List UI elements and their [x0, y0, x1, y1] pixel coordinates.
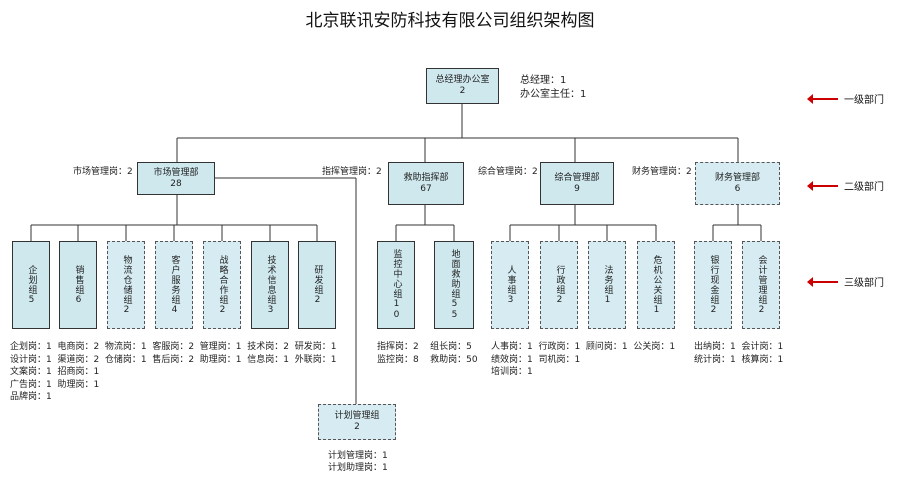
finance-posts-note: 出纳岗：1 会计岗：1 统计岗：1 核算岗：1	[694, 342, 784, 365]
group-name: 人事组	[505, 264, 516, 295]
group-name: 危机公关组	[651, 254, 662, 305]
level-1-label: 一级部门	[844, 95, 884, 106]
group-count: 1	[602, 294, 613, 306]
group-name: 物流仓储组	[121, 254, 132, 305]
group-name: 行政组	[554, 264, 565, 295]
group-count: 6	[73, 294, 84, 306]
level-3-label: 三级部门	[844, 278, 884, 289]
dept-box-rescue: 救助指挥部 67	[388, 162, 464, 205]
plan-group-note: 计划管理岗：1 计划助理岗：1	[328, 451, 388, 473]
dept-label-finance: 财务管理岗：2	[632, 167, 692, 177]
dept-count: 6	[734, 183, 741, 194]
general-posts-note: 人事岗：1 行政岗：1 顾问岗：1 公关岗：1 绩效岗：1 司机岗：1 培训岗：…	[491, 342, 676, 377]
top-office-box: 总经理办公室 2	[426, 68, 499, 104]
group-name: 战略合作组	[217, 254, 228, 305]
dept-name: 市场管理部	[153, 167, 199, 178]
group-name: 地面救助组	[449, 249, 460, 299]
dept-name: 综合管理部	[554, 172, 600, 183]
red-arrow-icon	[807, 93, 838, 104]
dept-name: 救助指挥部	[403, 172, 449, 183]
group-count: 5	[26, 294, 37, 306]
group-name: 销售组	[73, 264, 84, 295]
rescue-posts-note: 指挥岗：2 组长岗：5 监控岗：8 救助岗：50	[377, 342, 478, 365]
group-name: 监控中心组	[391, 249, 402, 299]
group-count: 1	[651, 304, 662, 316]
group-name: 客户服务组	[169, 254, 180, 305]
plan-group-box: 计划管理组 2	[318, 404, 396, 440]
group-count: 4	[169, 304, 180, 316]
group-count: 2	[756, 304, 767, 316]
level-1-marker: 一级部门	[807, 91, 884, 106]
top-office-name: 总经理办公室	[435, 75, 490, 85]
red-arrow-icon	[807, 180, 838, 191]
dept-label-market: 市场管理岗：2	[73, 167, 133, 177]
level-3-marker: 三级部门	[807, 274, 884, 289]
chart-title: 北京联讯安防科技有限公司组织架构图	[305, 11, 595, 31]
group-name: 研发组	[312, 264, 323, 295]
plan-group-count: 2	[354, 422, 360, 432]
dept-box-finance: 财务管理部 6	[695, 162, 780, 205]
plan-group-name: 计划管理组	[334, 411, 380, 421]
dept-box-general: 综合管理部 9	[540, 162, 614, 205]
group-count: 55	[449, 299, 460, 321]
group-name: 企划组	[26, 264, 37, 295]
dept-box-market: 市场管理部 28	[137, 162, 215, 195]
dept-label-general: 综合管理岗：2	[478, 167, 538, 177]
group-name: 银行现金组	[708, 254, 719, 305]
dept-count: 9	[574, 183, 580, 194]
group-count: 2	[217, 304, 228, 316]
group-count: 2	[554, 294, 565, 306]
top-office-count: 2	[459, 86, 466, 96]
group-name: 法务组	[602, 264, 613, 295]
group-count: 3	[265, 304, 276, 316]
market-posts-note: 企划岗：1 电商岗：2 物流岗：1 客服岗：2 管理岗：1 技术岗：2 研发岗：…	[10, 342, 337, 402]
dept-count: 28	[170, 178, 182, 189]
group-count: 2	[312, 294, 323, 306]
group-name: 技术信息组	[265, 254, 276, 305]
dept-label-rescue: 指挥管理岗：2	[322, 167, 382, 177]
group-name: 会计管理组	[756, 254, 767, 305]
dept-name: 财务管理部	[714, 172, 760, 183]
group-count: 2	[708, 304, 719, 316]
level-2-marker: 二级部门	[807, 178, 884, 193]
group-count: 3	[505, 294, 516, 306]
red-arrow-icon	[807, 276, 838, 287]
dept-count: 67	[420, 183, 432, 194]
top-office-note: 总经理：1 办公室主任：1	[520, 75, 587, 100]
group-count: 10	[391, 299, 402, 321]
level-2-label: 二级部门	[844, 182, 884, 193]
group-count: 2	[121, 304, 132, 316]
